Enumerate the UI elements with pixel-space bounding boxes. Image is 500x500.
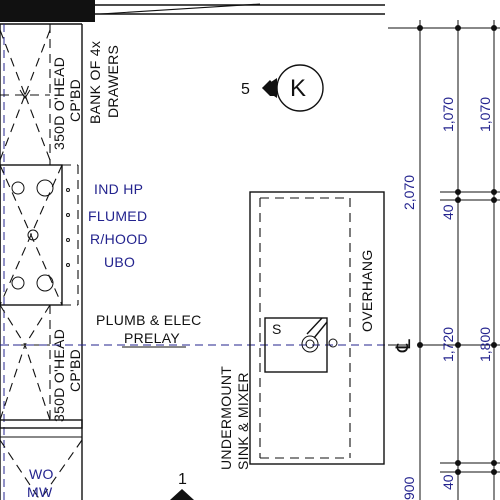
centerline-symbol: ℄ — [393, 339, 415, 353]
overhead-bottom-label-line1: 350D O'HEAD — [51, 329, 67, 422]
sink-drain-icon — [301, 335, 319, 353]
dim-upper-a: 1,070 — [440, 97, 456, 132]
wall-oven-diagonal-a — [0, 439, 41, 500]
dim-upper-b: 1,070 — [477, 97, 493, 132]
dimension-lines — [388, 20, 500, 500]
overhead-bottom-label-line2: CP'BD — [67, 349, 83, 392]
dim-overall-left: 2,070 — [401, 175, 417, 210]
cooktop — [0, 164, 79, 306]
wo-label: WO — [29, 466, 54, 482]
overhead-top-label-line1: 350D O'HEAD — [51, 57, 67, 150]
undermount-sink: S — [264, 317, 338, 373]
rangehood-line3: R/HOOD — [90, 231, 148, 247]
overhead-cupboard-top — [0, 24, 51, 165]
overhead-top-label-line2: CP'BD — [67, 79, 83, 122]
plumbing-line2: PRELAY — [124, 330, 180, 346]
section-marker-letter: K — [290, 75, 306, 102]
drawers-label-line1: BANK OF 4x — [87, 41, 103, 124]
sink-label-line2: SINK & MIXER — [235, 372, 251, 470]
plumbing-line1: PLUMB & ELEC — [96, 312, 202, 328]
section-marker-number: 5 — [241, 81, 250, 98]
elevation-marker: 1 — [170, 471, 194, 500]
wall-oven-diagonal-b — [39, 439, 83, 500]
wall-solid-segment — [0, 0, 95, 22]
section-marker: 5 K — [241, 64, 324, 112]
dim-mid-a: 1,720 — [440, 327, 456, 362]
elevation-marker-number: 1 — [178, 471, 187, 488]
dim-gap-b: 40 — [440, 474, 456, 490]
rangehood-note: IND HP FLUMED R/HOOD UBO — [88, 181, 148, 270]
sink-label-line1: UNDERMOUNT — [218, 366, 234, 470]
mw-label: MW — [27, 484, 53, 500]
overhead-cupboard-bottom — [0, 304, 51, 425]
window-swing-line — [99, 3, 261, 15]
elevation-marker-arrow — [170, 489, 194, 500]
wall-oven-shelf — [0, 419, 83, 429]
rangehood-line1: IND HP — [94, 181, 143, 197]
plumbing-note: PLUMB & ELEC PRELAY — [96, 312, 202, 348]
rangehood-line4: UBO — [104, 254, 135, 270]
island-bench — [249, 191, 385, 465]
overhang-label: OVERHANG — [359, 249, 375, 332]
dim-bottom-partial: 900 — [401, 476, 417, 500]
dim-mid-b: 1,800 — [477, 327, 493, 362]
mixer-tap-icon — [306, 317, 323, 335]
rangehood-line2: FLUMED — [88, 208, 147, 224]
drawers-label-line2: DRAWERS — [105, 45, 121, 118]
sink-symbol: S — [272, 321, 282, 337]
dim-gap-a: 40 — [440, 204, 456, 220]
